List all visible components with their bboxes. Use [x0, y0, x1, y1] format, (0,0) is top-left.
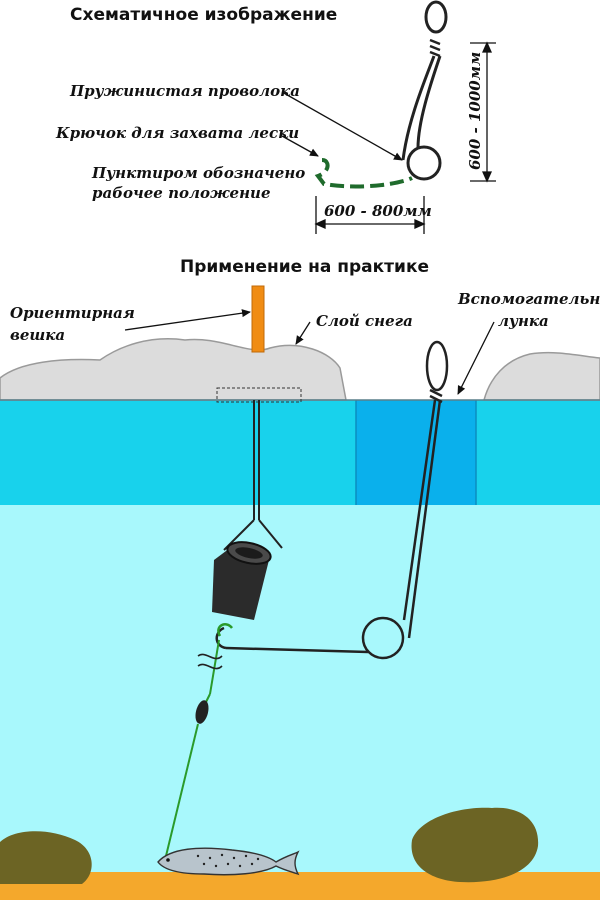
stone-left [0, 831, 92, 884]
label-dashed-note-2: рабочее положение [92, 184, 270, 202]
label-dashed-note-1: Пунктиром обозначено [91, 164, 305, 182]
marker-pole [251, 285, 265, 353]
schematic-title: Схематичное изображение [70, 5, 337, 25]
label-height-dimension: 600 - 1000мм [466, 52, 484, 170]
wire-coil [406, 145, 442, 181]
label-marker-2: вешка [10, 326, 65, 344]
ice-layer [0, 400, 600, 505]
leader-aux-hole [457, 321, 495, 395]
snow-left [0, 338, 347, 401]
wire-right-arm [416, 55, 442, 149]
dashed-working-position [314, 158, 413, 189]
snow-right [483, 351, 600, 401]
leader-hook [281, 135, 319, 157]
label-snow: Слой снега [316, 312, 413, 330]
fishing-line [165, 639, 223, 857]
stone-right [411, 807, 539, 883]
height-dimension [470, 41, 496, 183]
leader-marker [124, 309, 251, 331]
spring-wire-in-use [215, 340, 449, 660]
bottom-ground [0, 872, 600, 900]
leader-spring-wire [281, 91, 403, 161]
wire-left-arm [401, 55, 436, 161]
width-dimension [314, 196, 426, 234]
label-aux-hole-1: Вспомогательная [457, 290, 600, 308]
label-width-dimension: 600 - 800мм [324, 202, 432, 220]
sinker-weight [212, 541, 272, 620]
line-hook [217, 623, 233, 637]
practice-title: Применение на практике [180, 257, 429, 277]
label-spring-wire: Пружинистая проволока [69, 82, 300, 100]
aux-hole [356, 400, 476, 505]
label-aux-hole-2: лунка [498, 312, 549, 330]
spring-wire-drawing [401, 0, 448, 181]
label-marker-1: Ориентирная [10, 304, 135, 322]
small-sinker [195, 700, 209, 724]
wire-top-loop [424, 0, 448, 34]
label-hook: Крючок для захвата лески [55, 124, 299, 142]
leader-snow [295, 321, 311, 345]
fish [157, 847, 300, 876]
